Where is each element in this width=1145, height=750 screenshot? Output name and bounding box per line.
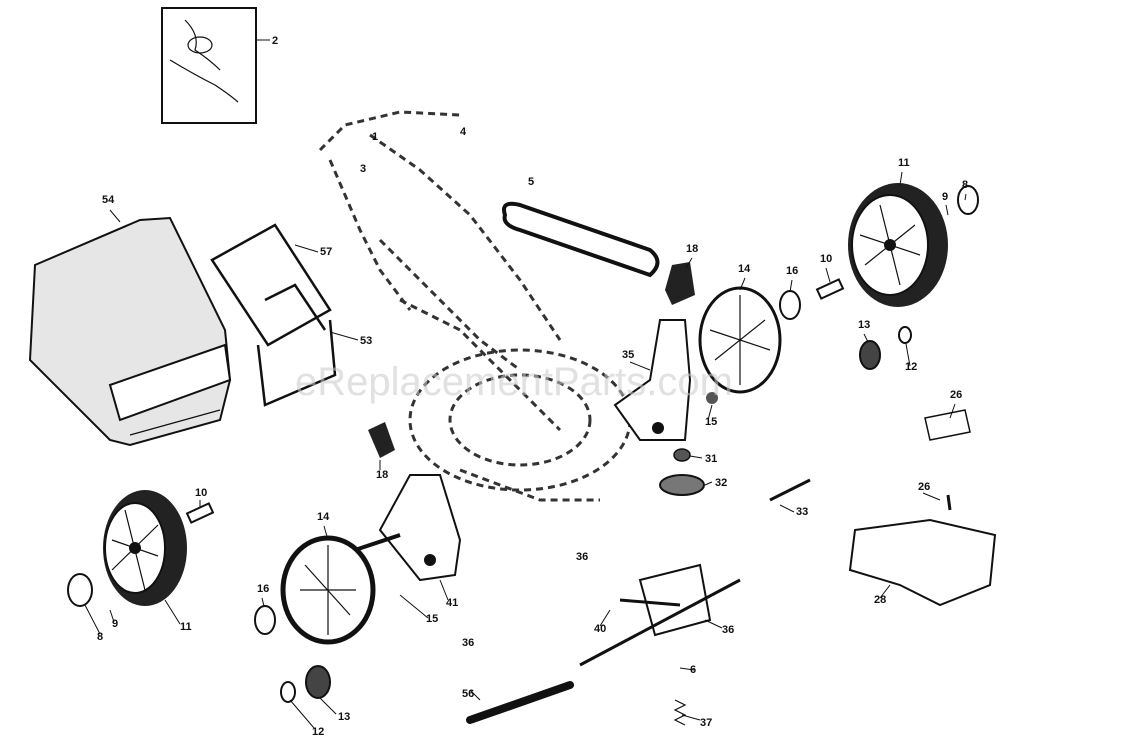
label-26b: 26 [918,481,930,493]
part-labels: 2 1 4 3 5 54 57 53 18 18 14 14 16 16 10 … [97,35,968,738]
label-18a: 18 [686,243,698,255]
wheel-left [67,490,187,607]
label-36b: 36 [462,637,474,649]
spring [673,699,687,726]
label-15b: 15 [426,613,438,625]
drive-belt [502,201,660,278]
label-56: 56 [462,688,474,700]
label-16a: 16 [786,265,798,277]
drive-wheel-right [698,286,782,394]
label-14a: 14 [738,263,751,275]
label-41: 41 [446,597,458,609]
leader-lines [84,171,967,729]
pinion-gears [280,326,912,703]
label-13a: 13 [858,319,870,331]
label-9b: 9 [112,618,118,630]
pulley [659,448,705,496]
transmission [579,478,811,667]
label-31: 31 [705,453,717,465]
chute-deflector [848,409,997,607]
label-36c: 36 [722,624,734,636]
label-16b: 16 [257,583,269,595]
pivot-bracket-right [613,319,718,441]
label-1: 1 [372,131,378,143]
label-18b: 18 [376,469,388,481]
label-32: 32 [715,477,727,489]
pivot-bracket-left [354,474,462,582]
label-8a: 8 [962,179,968,191]
label-10b: 10 [195,487,207,499]
label-5: 5 [528,176,534,188]
label-2: 2 [272,35,278,47]
label-4: 4 [460,126,467,138]
label-26a: 26 [950,389,962,401]
label-36a: 36 [576,551,588,563]
label-53: 53 [360,335,372,347]
bag-frame [210,223,337,407]
label-35: 35 [622,349,634,361]
watermark-text: eReplacementParts.com [295,360,733,404]
label-12b: 12 [312,726,324,738]
label-54: 54 [102,194,115,206]
label-8b: 8 [97,631,103,643]
shields [368,262,695,458]
label-37: 37 [700,717,712,729]
grass-bag [28,216,232,447]
cable-inset [161,7,270,124]
label-14b: 14 [317,511,330,523]
label-33: 33 [796,506,808,518]
label-10a: 10 [820,253,832,265]
label-13b: 13 [338,711,350,723]
label-11a: 11 [898,157,910,169]
axle-rod [466,681,574,724]
label-3: 3 [360,163,366,175]
label-12a: 12 [905,361,917,373]
label-11b: 11 [180,621,192,633]
label-40: 40 [594,623,606,635]
wheel-right [848,183,948,307]
drive-wheel-left [280,535,376,645]
label-9a: 9 [942,191,948,203]
handle-assembly [318,110,632,502]
label-15a: 15 [705,416,717,428]
label-28: 28 [874,594,886,606]
label-57: 57 [320,246,332,258]
